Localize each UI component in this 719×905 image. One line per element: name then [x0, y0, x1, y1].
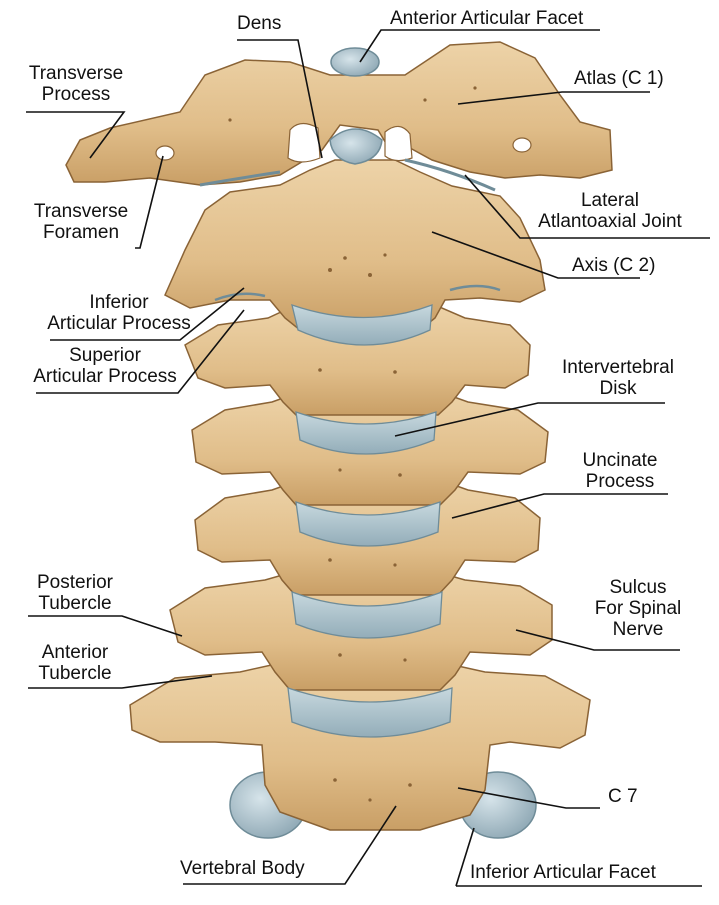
label-inferior-articular-facet: Inferior Articular Facet	[470, 862, 656, 883]
atlas-opening-right	[384, 125, 413, 162]
label-posterior-tubercle: Posterior Tubercle	[36, 572, 114, 614]
label-sulcus-for-spinal-nerve: Sulcus For Spinal Nerve	[594, 577, 682, 640]
label-superior-articular-process: Superior Articular Process	[33, 345, 177, 387]
label-intervertebral-disk: Intervertebral Disk	[562, 357, 674, 399]
lateral-atlantoaxial-joint-line	[404, 158, 496, 192]
lateral-atlantoaxial-joint-line-left	[199, 170, 281, 187]
label-anterior-tubercle: Anterior Tubercle	[38, 642, 112, 684]
bone-texture	[228, 86, 477, 802]
label-transverse-foramen: Transverse Foramen	[33, 201, 129, 243]
dens-facet-shape	[329, 128, 383, 165]
atlas-opening-left	[287, 122, 321, 163]
disk-c6-c7	[287, 687, 453, 738]
label-vertebral-body: Vertebral Body	[180, 858, 305, 879]
label-dens: Dens	[237, 13, 282, 34]
axis-c2-vertebra	[164, 159, 546, 331]
anterior-articular-facet-shape	[330, 47, 380, 77]
atlas-c1-vertebra	[65, 41, 613, 186]
label-axis: Axis (C 2)	[572, 255, 656, 276]
disk-c5-c6	[291, 591, 443, 639]
label-uncinate-process: Uncinate Process	[582, 450, 658, 492]
label-atlas: Atlas (C 1)	[574, 68, 664, 89]
facet-joint-line-right	[449, 284, 501, 292]
label-lateral-atlantoaxial-joint: Lateral Atlantoaxial Joint	[538, 190, 682, 232]
label-c7: C 7	[608, 786, 638, 807]
transverse-foramen-shape-right	[512, 137, 532, 153]
label-inferior-articular-process: Inferior Articular Process	[47, 292, 191, 334]
label-transverse-process: Transverse Process	[28, 63, 124, 105]
transverse-foramen-shape	[155, 145, 175, 161]
label-anterior-articular-facet: Anterior Articular Facet	[390, 8, 584, 29]
facet-joint-line-left	[214, 292, 266, 302]
leader-lines	[26, 29, 710, 887]
disk-c4-c5	[295, 501, 441, 547]
disk-c2-c3	[291, 304, 433, 346]
